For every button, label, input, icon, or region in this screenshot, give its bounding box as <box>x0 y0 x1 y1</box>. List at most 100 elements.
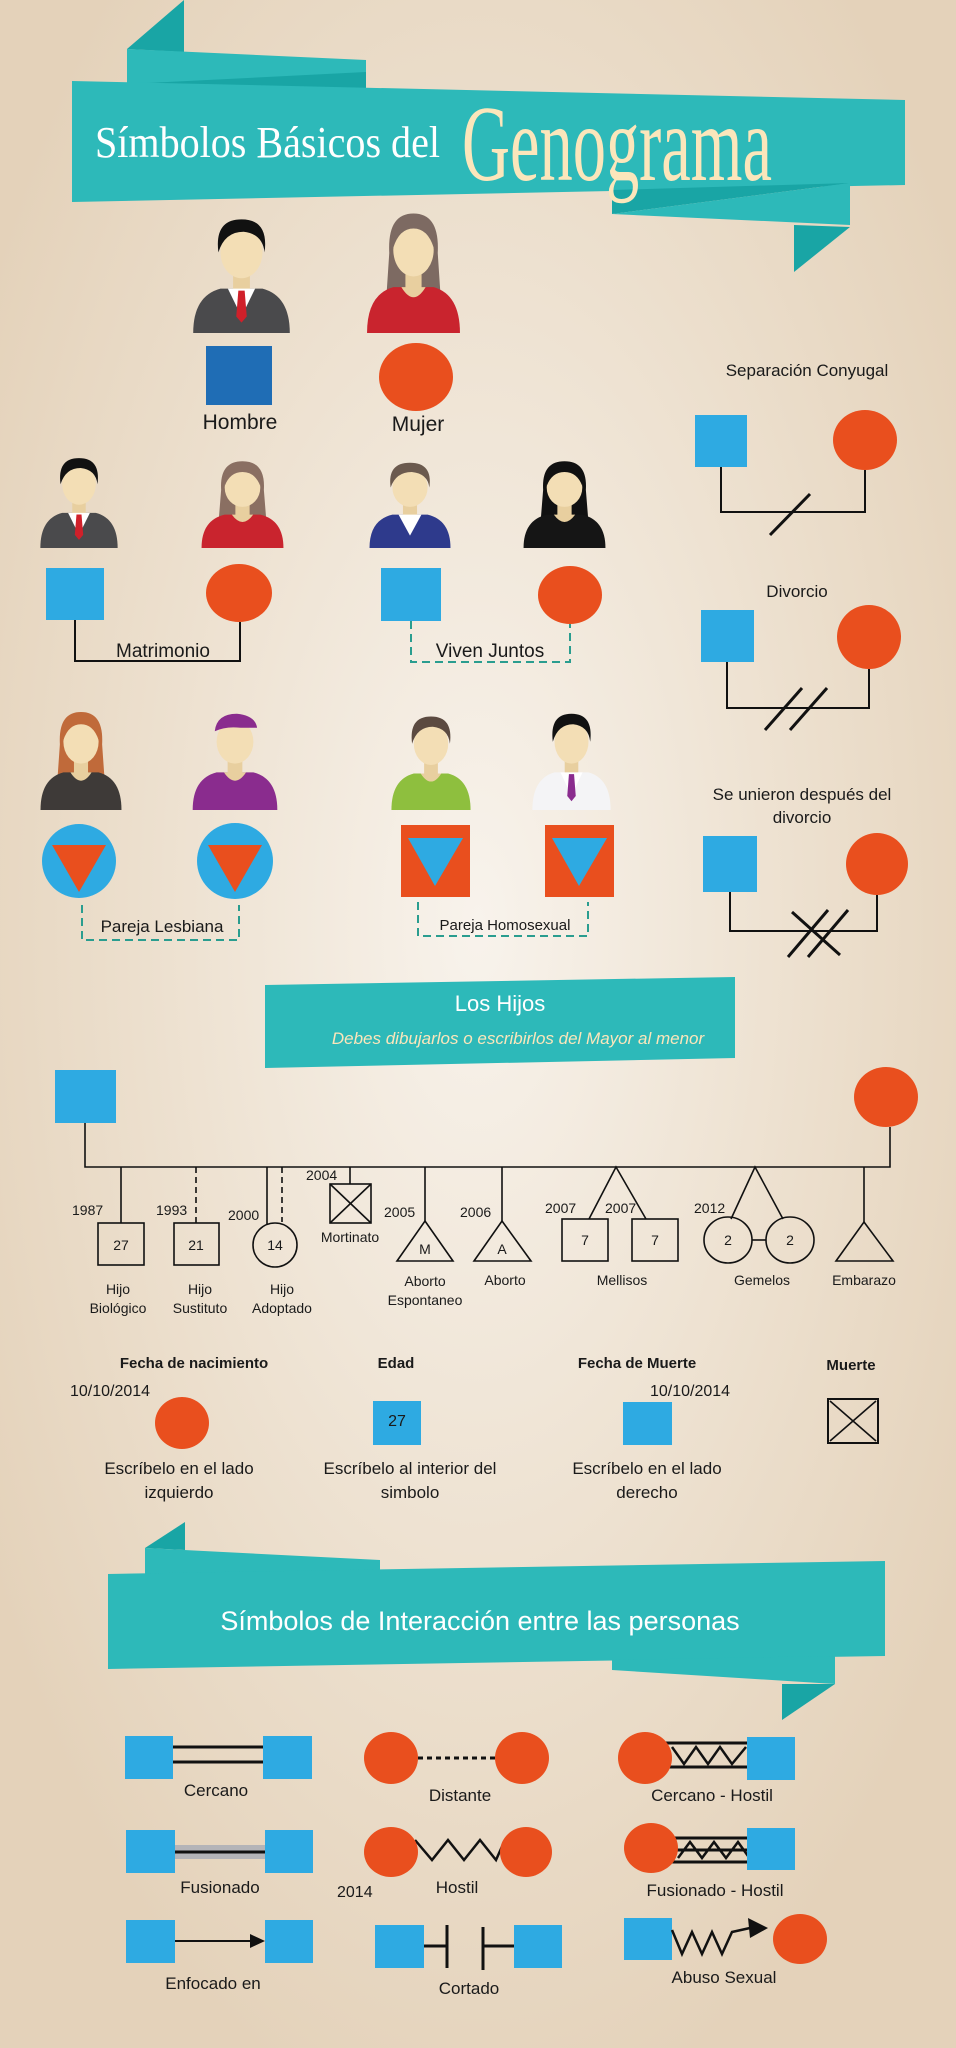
title-line2: Genograma <box>462 85 772 204</box>
interaction-hostil: 2014 Hostil <box>337 1827 552 1901</box>
hair <box>60 458 98 485</box>
child-embarazo: Embarazo <box>832 1167 896 1288</box>
svg-text:A: A <box>497 1241 507 1257</box>
unieron-label-1: Se unieron después del <box>713 785 892 804</box>
hair-front <box>393 222 434 248</box>
svg-text:2007: 2007 <box>605 1200 636 1216</box>
title-line1: Símbolos Básicos del <box>95 118 440 167</box>
interaction-fusionado-hostil: Fusionado - Hostil <box>624 1823 795 1900</box>
hair <box>390 462 430 488</box>
tie-icon <box>74 514 84 540</box>
body <box>523 514 606 548</box>
hair <box>411 716 451 744</box>
svg-text:Fecha de Muerte: Fecha de Muerte <box>578 1355 696 1372</box>
viven-juntos-symbol: Viven Juntos <box>381 566 602 663</box>
separacion-symbol: Separación Conyugal <box>695 361 897 537</box>
pareja-homosexual-label: Pareja Homosexual <box>440 917 571 934</box>
svg-text:Hijo: Hijo <box>106 1281 130 1297</box>
pareja-lesbiana-symbol: Pareja Lesbiana <box>42 823 273 941</box>
body <box>40 772 122 810</box>
face <box>63 719 99 764</box>
svg-text:Cercano - Hostil: Cercano - Hostil <box>651 1786 773 1805</box>
body <box>367 287 460 333</box>
avatar-man-blue <box>369 462 451 548</box>
svg-text:Mellisos: Mellisos <box>597 1272 648 1288</box>
svg-text:Cercano: Cercano <box>184 1781 248 1800</box>
los-hijos-title: Los Hijos <box>455 991 545 1016</box>
svg-text:Aborto: Aborto <box>484 1272 525 1288</box>
svg-text:Hijo: Hijo <box>270 1281 294 1297</box>
face <box>554 719 589 764</box>
tie-icon <box>567 774 576 802</box>
interaction-title: Símbolos de Interacción entre las person… <box>220 1606 739 1636</box>
face <box>393 223 434 277</box>
svg-text:10/10/2014: 10/10/2014 <box>650 1383 730 1400</box>
svg-text:10/10/2014: 10/10/2014 <box>70 1383 150 1400</box>
svg-text:M: M <box>419 1241 431 1257</box>
shirt <box>398 514 422 536</box>
svg-text:2014: 2014 <box>337 1884 373 1901</box>
mother-symbol <box>854 1067 918 1127</box>
los-hijos-banner: Los Hijos Debes dibujarlos o escribirlos… <box>265 977 735 1068</box>
avatar-woman-red-2 <box>201 461 284 548</box>
viven-juntos-label: Viven Juntos <box>436 641 544 662</box>
svg-text:Hostil: Hostil <box>436 1878 479 1897</box>
hat-icon <box>214 713 258 732</box>
neckline <box>401 287 426 298</box>
neckline <box>70 772 92 781</box>
svg-text:Fecha de nacimiento: Fecha de nacimiento <box>120 1355 268 1372</box>
face <box>216 719 254 764</box>
neckline <box>231 514 254 523</box>
svg-text:2: 2 <box>724 1232 732 1248</box>
child-aborto-espontaneo: M 2005 Aborto Espontaneo <box>384 1167 463 1308</box>
hair <box>217 219 266 253</box>
svg-text:Muerte: Muerte <box>826 1357 875 1374</box>
svg-text:izquierdo: izquierdo <box>145 1483 214 1502</box>
matrimonio-label: Matrimonio <box>116 641 210 662</box>
child-biologico: 27 1987 Hijo Biológico <box>72 1167 147 1316</box>
hair-front <box>546 467 583 486</box>
interaction-cortado: Cortado <box>375 1925 562 1998</box>
los-hijos-subtitle: Debes dibujarlos o escribirlos del Mayor… <box>332 1029 706 1048</box>
svg-text:1993: 1993 <box>156 1202 187 1218</box>
svg-text:Distante: Distante <box>429 1786 491 1805</box>
separacion-label: Separación Conyugal <box>726 361 889 380</box>
legend-age: Edad 27 Escríbelo al interior del simbol… <box>324 1355 497 1502</box>
mujer-label: Mujer <box>392 413 445 436</box>
pareja-homosexual-symbol: Pareja Homosexual <box>401 825 614 937</box>
svg-text:2004: 2004 <box>306 1167 337 1183</box>
avatar-man-green <box>391 716 471 810</box>
unieron-label-2: divorcio <box>773 808 832 827</box>
svg-text:Adoptado: Adoptado <box>252 1300 312 1316</box>
svg-text:7: 7 <box>581 1232 589 1248</box>
child-mellisos: 7 7 2007 2007 Mellisos <box>545 1165 679 1288</box>
face <box>62 463 96 505</box>
female-symbol <box>379 343 453 411</box>
svg-text:Hijo: Hijo <box>188 1281 212 1297</box>
svg-text:14: 14 <box>267 1237 283 1253</box>
svg-text:27: 27 <box>388 1413 406 1430</box>
hair-front <box>63 719 99 740</box>
avatar-woman-black <box>523 461 606 548</box>
legend-birth: Fecha de nacimiento 10/10/2014 Escríbelo… <box>70 1355 268 1502</box>
svg-text:27: 27 <box>113 1237 129 1253</box>
legend-death-date: Fecha de Muerte 10/10/2014 Escríbelo en … <box>572 1355 730 1502</box>
face <box>392 468 428 507</box>
hair-front <box>224 467 261 486</box>
interaction-banner: Símbolos de Interacción entre las person… <box>108 1522 885 1720</box>
svg-text:2006: 2006 <box>460 1204 491 1220</box>
avatar-man-white <box>532 713 611 810</box>
svg-text:Enfocado en: Enfocado en <box>165 1974 260 1993</box>
svg-text:Gemelos: Gemelos <box>734 1272 790 1288</box>
svg-text:2: 2 <box>786 1232 794 1248</box>
svg-text:Cortado: Cortado <box>439 1979 499 1998</box>
svg-text:Fusionado: Fusionado <box>180 1878 259 1897</box>
face <box>220 226 263 279</box>
svg-text:2005: 2005 <box>384 1204 415 1220</box>
avatars <box>40 213 611 810</box>
avatar-woman-red <box>367 213 460 333</box>
face <box>546 468 583 507</box>
svg-text:Escríbelo en el lado: Escríbelo en el lado <box>572 1459 721 1478</box>
svg-text:2000: 2000 <box>228 1207 259 1223</box>
tie-icon <box>236 290 247 323</box>
